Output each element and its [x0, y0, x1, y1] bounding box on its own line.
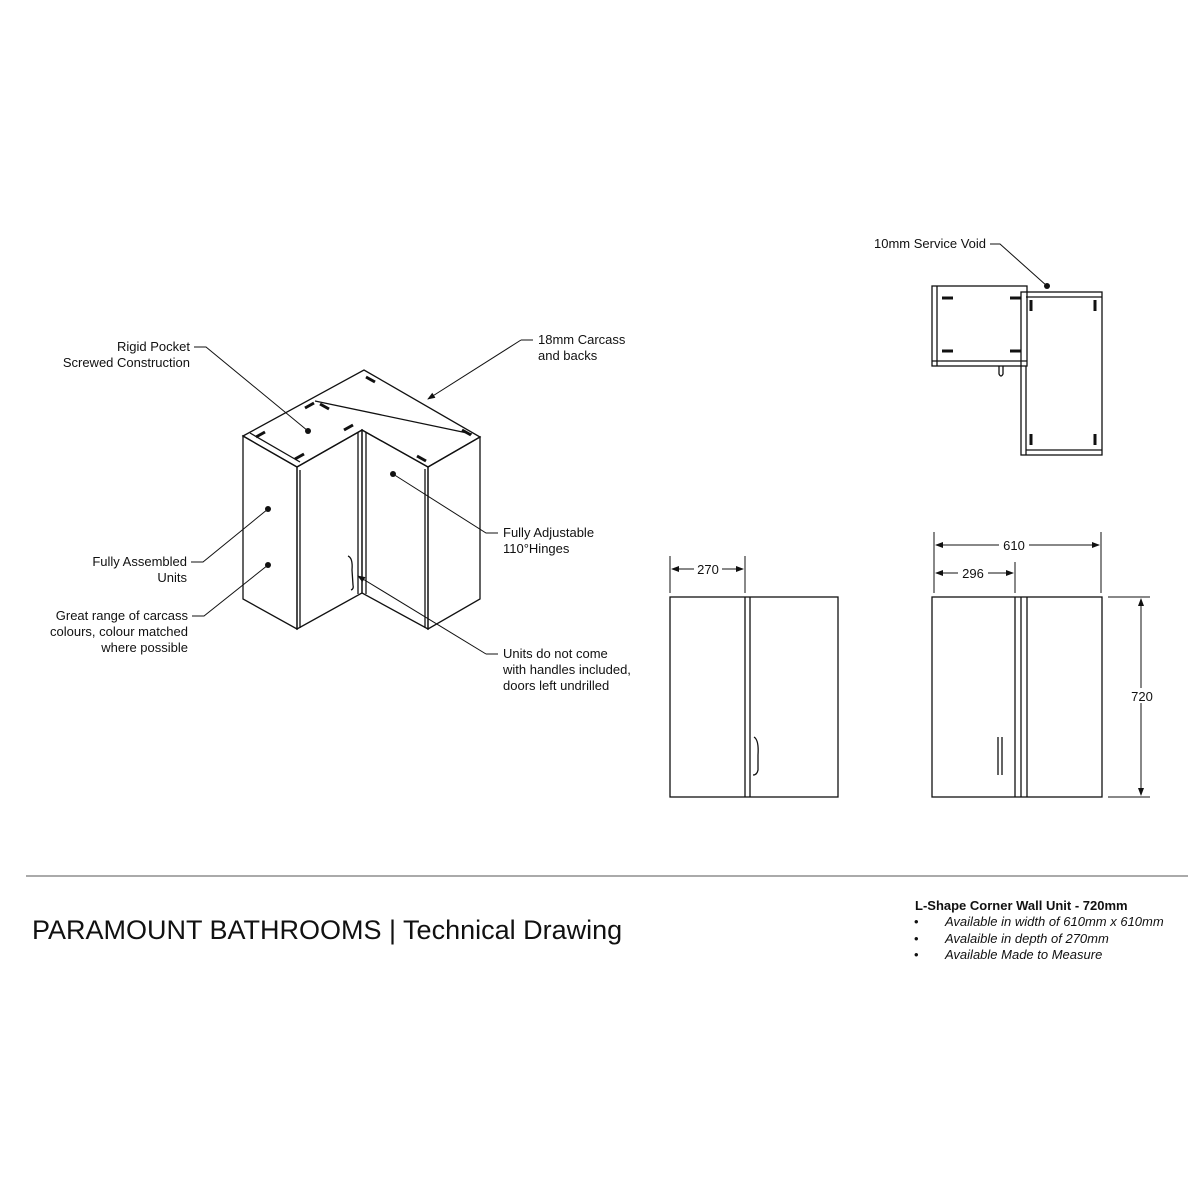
side-elevation: 270 — [669, 556, 839, 798]
label-text: Rigid Pocket — [117, 339, 190, 354]
label-text: 110°Hinges — [503, 541, 570, 556]
plan-view: 10mm Service Void — [874, 236, 1103, 456]
label-text: colours, colour matched — [50, 624, 188, 639]
dim-door-width: 296 — [962, 566, 984, 581]
label-text: 18mm Carcass — [538, 332, 626, 347]
callout-assembled: Fully Assembled Units — [92, 506, 271, 585]
label-text: Units do not come — [503, 646, 608, 661]
iso-right-side — [427, 435, 481, 631]
label-text: with handles included, — [502, 662, 631, 677]
front-elevation: 610 296 720 — [931, 532, 1157, 798]
callout-rigid-pocket: Rigid Pocket Screwed Construction — [63, 339, 311, 434]
label-text: Fully Assembled — [92, 554, 187, 569]
label-text: L-Shape Corner Wall Unit - 720mm — [915, 898, 1128, 913]
iso-handle — [347, 555, 354, 591]
label-text: where possible — [100, 640, 188, 655]
callout-carcass: 18mm Carcass and backs — [427, 332, 626, 400]
callout-handles: Units do not come with handles included,… — [357, 575, 631, 693]
iso-left-side — [242, 434, 298, 631]
label-text: Available in width of 610mm x 610mm — [944, 914, 1164, 929]
iso-right-door — [361, 428, 429, 631]
isometric-view — [241, 369, 482, 631]
dim-depth: 270 — [697, 562, 719, 577]
drawing-title: PARAMOUNT BATHROOMS | Technical Drawing — [32, 915, 622, 945]
pocket-screw-marks — [255, 375, 472, 463]
label-text: doors left undrilled — [503, 678, 609, 693]
dim-height: 720 — [1131, 689, 1153, 704]
label-text: and backs — [538, 348, 598, 363]
callout-colours: Great range of carcass colours, colour m… — [50, 562, 271, 655]
iso-left-door — [296, 428, 363, 631]
label-text: • — [914, 947, 919, 962]
label-text: Fully Adjustable — [503, 525, 594, 540]
label-text: Available Made to Measure — [944, 947, 1102, 962]
label-text: Screwed Construction — [63, 355, 190, 370]
label-text: • — [914, 931, 919, 946]
label-text: Avalaible in depth of 270mm — [944, 931, 1109, 946]
callout-hinges: Fully Adjustable 110°Hinges — [390, 471, 594, 556]
plan-screw-marks — [942, 296, 1097, 445]
spec-list: L-Shape Corner Wall Unit - 720mm • Avail… — [914, 898, 1164, 962]
label-text: Units — [157, 570, 187, 585]
dim-width: 610 — [1003, 538, 1025, 553]
label-text: Great range of carcass — [56, 608, 189, 623]
label-text: 10mm Service Void — [874, 236, 986, 251]
label-text: • — [914, 914, 919, 929]
